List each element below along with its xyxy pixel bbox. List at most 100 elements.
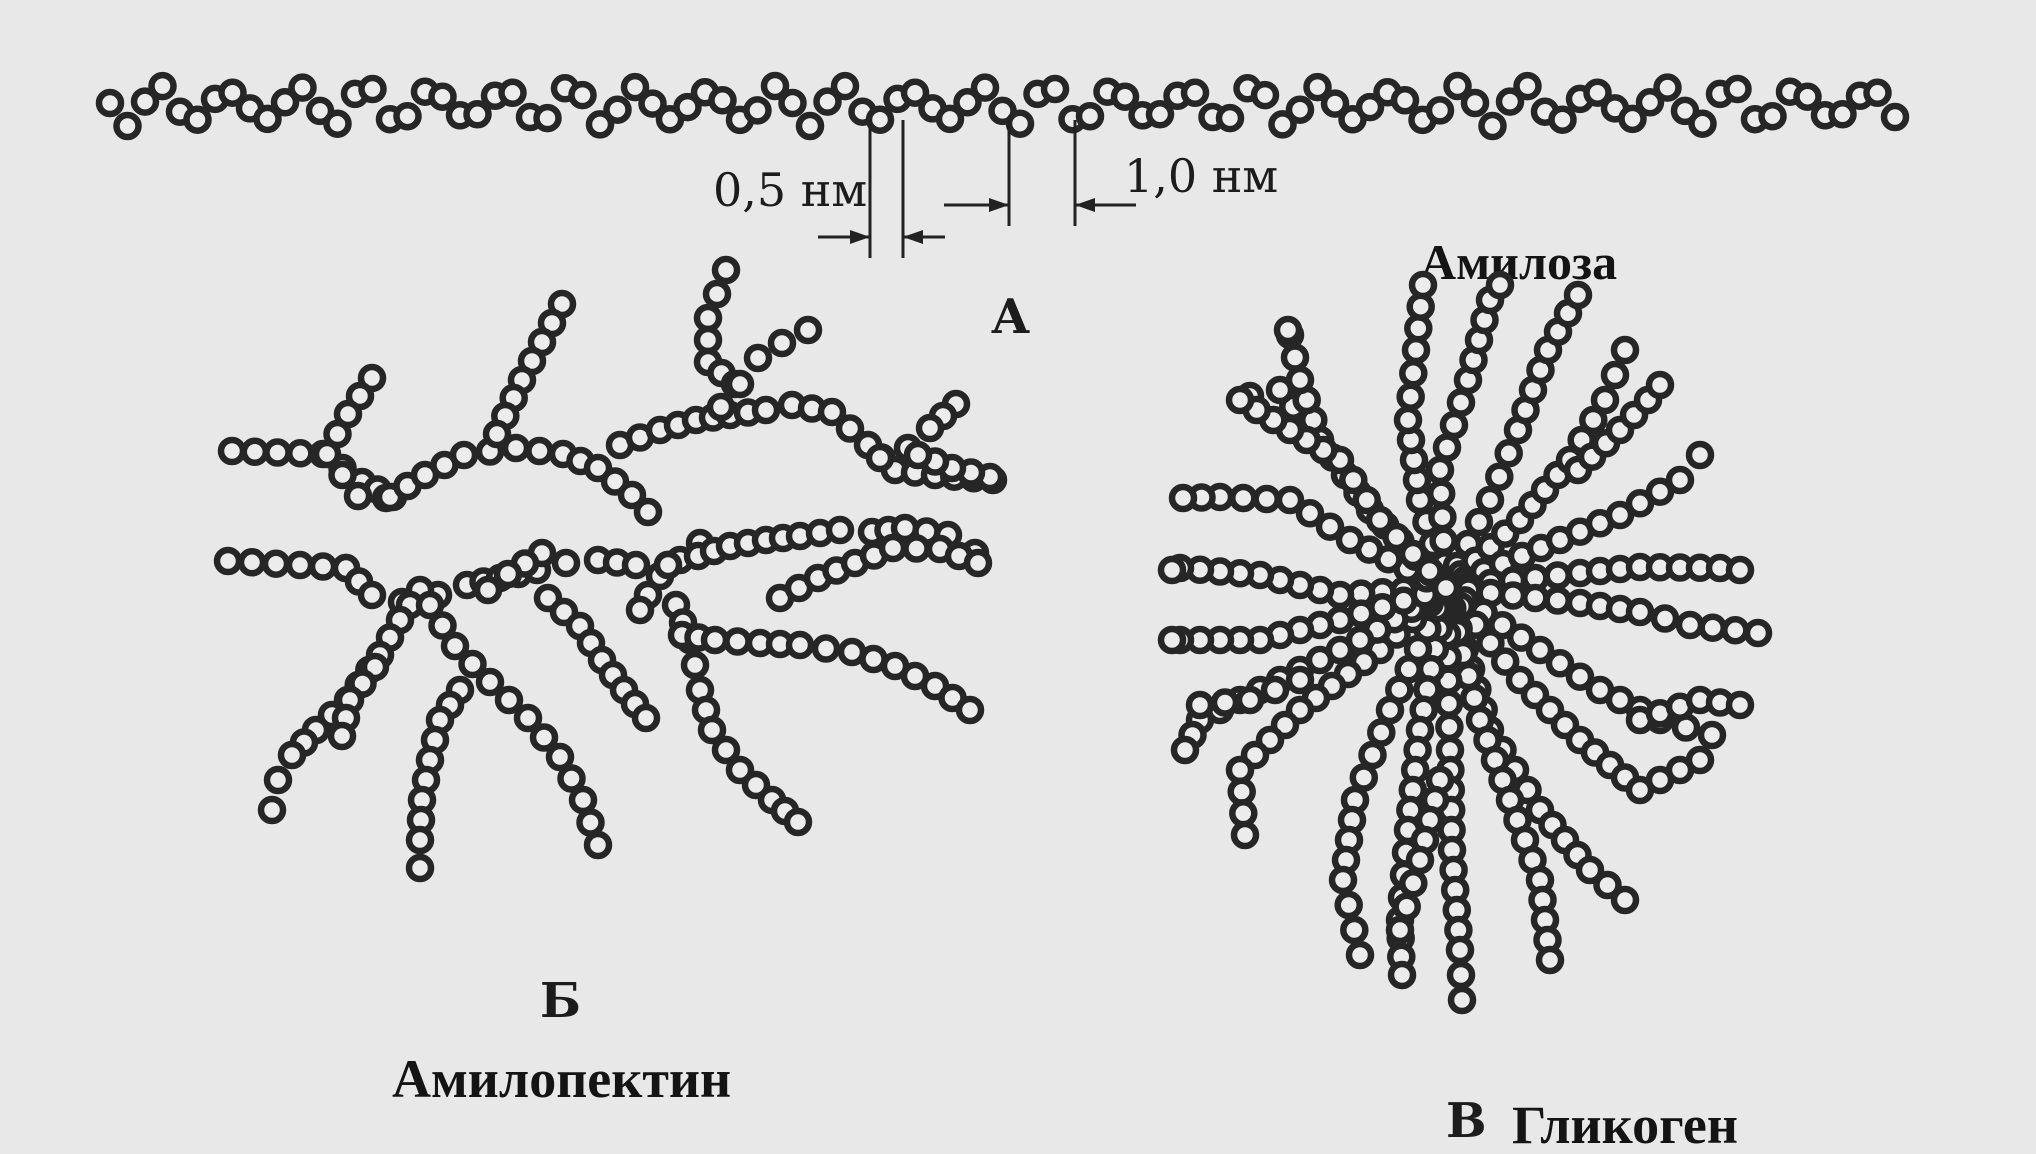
glucose-unit	[327, 113, 349, 135]
glucose-unit	[1343, 919, 1365, 941]
glucose-unit	[1614, 339, 1636, 361]
glucose-unit	[261, 799, 283, 821]
glucose-unit	[712, 89, 734, 111]
glucose-unit	[289, 554, 311, 576]
glucose-unit	[1396, 896, 1418, 918]
glucose-unit	[486, 423, 508, 445]
glucose-unit	[409, 829, 431, 851]
glucose-unit	[710, 396, 732, 418]
glucose-unit	[361, 584, 383, 606]
glucose-unit	[919, 417, 941, 439]
glucose-unit	[1234, 824, 1256, 846]
glucose-unit	[1657, 77, 1679, 99]
glucose-unit	[1379, 699, 1401, 721]
glucose-unit	[1498, 442, 1520, 464]
glucose-unit	[1389, 919, 1411, 941]
glucose-unit	[1614, 889, 1636, 911]
glucose-unit	[533, 727, 555, 749]
glucose-unit	[1729, 559, 1751, 581]
glucose-unit	[1629, 601, 1651, 623]
glucose-unit	[1429, 459, 1451, 481]
glucose-unit	[704, 629, 726, 651]
glucose-unit	[1289, 669, 1311, 691]
glucose-unit	[829, 519, 851, 541]
glucose-unit	[453, 444, 475, 466]
glucose-unit	[1412, 274, 1434, 296]
glucose-unit	[549, 746, 571, 768]
glucose-unit	[1547, 590, 1569, 612]
glucose-unit	[561, 768, 583, 790]
glucose-unit	[572, 789, 594, 811]
glucose-unit	[1189, 694, 1211, 716]
glucose-unit	[1669, 469, 1691, 491]
glucose-unit	[331, 725, 353, 747]
glucose-unit	[799, 115, 821, 137]
glucose-unit	[706, 283, 728, 305]
glucose-unit	[1431, 506, 1453, 528]
glucose-unit	[1079, 105, 1101, 127]
glucose-unit	[727, 631, 749, 653]
glucose-unit	[729, 373, 751, 395]
glucose-unit	[1438, 716, 1460, 738]
glucose-unit	[1353, 767, 1375, 789]
glucose-unit	[1044, 78, 1066, 100]
glucose-unit	[1567, 284, 1589, 306]
glucose-unit	[1463, 687, 1485, 709]
glucose-unit	[217, 550, 239, 572]
glucose-unit	[1436, 437, 1458, 459]
glucose-unit	[529, 440, 551, 462]
glucose-unit	[1524, 587, 1546, 609]
glucose-unit	[152, 75, 174, 97]
glucose-unit	[834, 75, 856, 97]
glucose-unit	[1332, 869, 1354, 891]
glucose-unit	[715, 259, 737, 281]
glucose-unit	[782, 92, 804, 114]
glucose-unit	[1832, 103, 1854, 125]
glucose-unit	[1701, 724, 1723, 746]
glucose-unit	[587, 834, 609, 856]
glucose-unit	[1649, 374, 1671, 396]
glucose-unit	[869, 447, 891, 469]
glucose-unit	[657, 554, 679, 576]
glucose-unit	[1394, 89, 1416, 111]
glucose-unit	[1689, 444, 1711, 466]
glucose-unit	[99, 92, 121, 114]
glucose-unit	[625, 554, 647, 576]
glucose-unit	[637, 501, 659, 523]
glucose-unit	[815, 638, 837, 660]
glucose-unit	[1729, 694, 1751, 716]
glucose-unit	[1438, 693, 1460, 715]
glucose-unit	[1349, 944, 1371, 966]
glucose-unit	[1450, 392, 1472, 414]
glucose-unit	[1464, 92, 1486, 114]
glucose-unit	[1214, 692, 1236, 714]
glucose-unit	[1692, 113, 1714, 135]
label-b: Б	[540, 973, 581, 1029]
glucose-unit	[771, 332, 793, 354]
glucose-unit	[1482, 115, 1504, 137]
glucose-unit	[1161, 629, 1183, 651]
glucose-unit	[572, 84, 594, 106]
glucose-unit	[498, 689, 520, 711]
label-v: В	[1446, 1093, 1487, 1149]
glucose-unit	[1747, 622, 1769, 644]
glucose-unit	[1232, 487, 1254, 509]
glucose-unit	[1277, 319, 1299, 341]
glucose-unit	[1256, 488, 1278, 510]
glucose-unit	[959, 699, 981, 721]
glucose-unit	[1797, 86, 1819, 108]
glucose-unit	[580, 812, 602, 834]
glucose-unit	[517, 707, 539, 729]
glucose-unit	[1370, 722, 1392, 744]
glucose-unit	[244, 441, 266, 463]
glucose-unit	[347, 485, 369, 507]
glucose-unit	[907, 444, 929, 466]
glucose-unit	[797, 319, 819, 341]
glucose-unit	[1449, 939, 1471, 961]
glucose-unit	[537, 107, 559, 129]
glucose-unit	[555, 552, 577, 574]
glucose-unit	[906, 538, 928, 560]
glucose-unit	[1397, 409, 1419, 431]
glucose-unit	[241, 551, 263, 573]
glucose-unit	[635, 707, 657, 729]
